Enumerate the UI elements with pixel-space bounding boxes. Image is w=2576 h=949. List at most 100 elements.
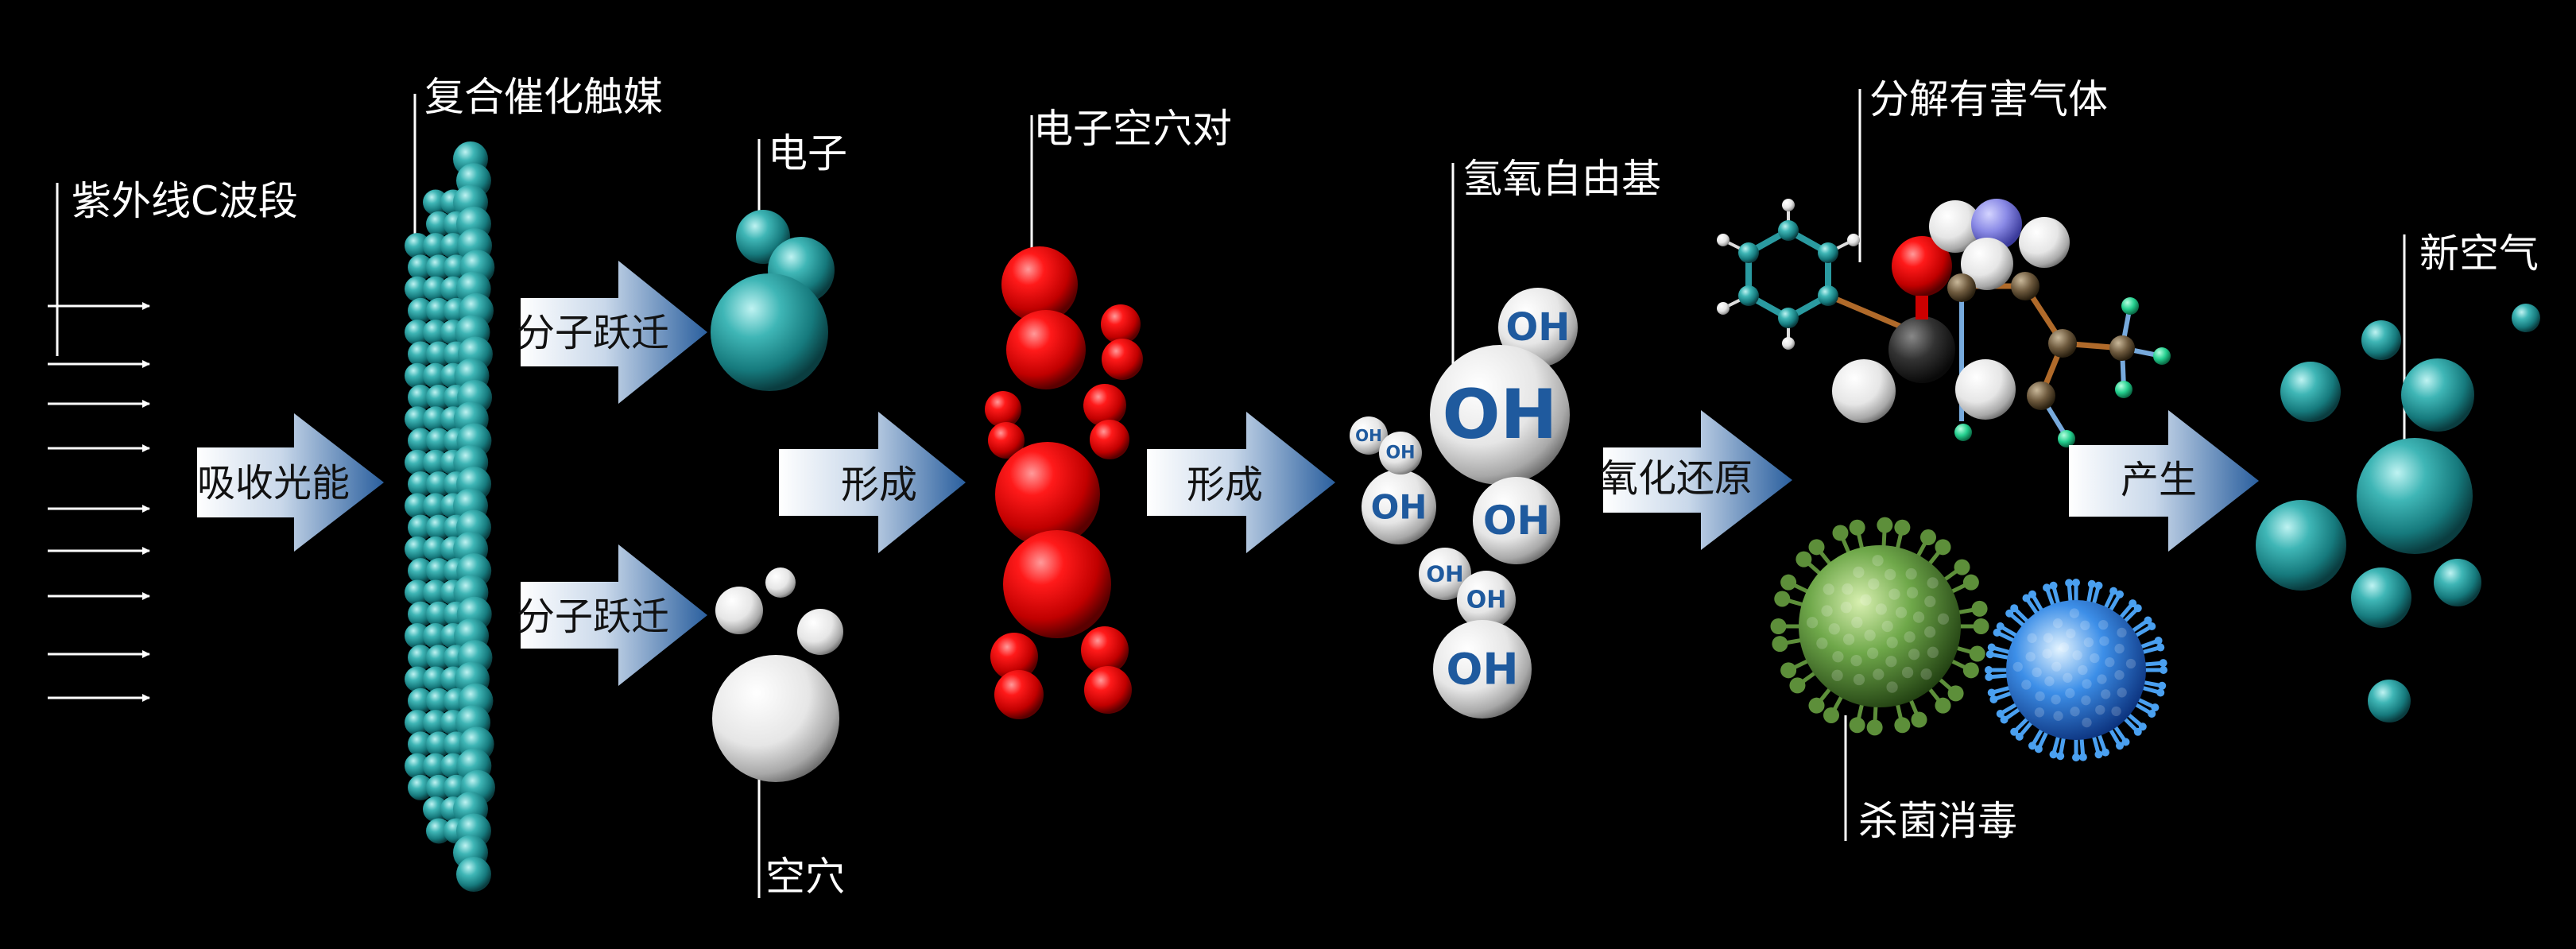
oh-text: OH: [1466, 587, 1507, 614]
catalyst-particle: [423, 579, 448, 606]
green-virus-icon: [1770, 517, 1989, 736]
catalyst-particle: [426, 297, 451, 323]
gas-molecule: [1717, 199, 2171, 447]
electron-hole-pair-spheres: [985, 246, 1143, 719]
catalyst-particle: [408, 688, 433, 714]
oh-sphere: [1362, 470, 1436, 544]
catalyst-particle: [405, 623, 430, 649]
blue-virus-icon: [1985, 579, 2167, 761]
form2-arrow: [1147, 412, 1335, 553]
catalyst-particle: [405, 406, 430, 432]
catalyst-particle: [426, 601, 451, 627]
catalyst-particle: [423, 493, 448, 519]
catalyst-particle: [405, 320, 430, 346]
catalyst-particle: [423, 536, 448, 562]
catalyst-particle: [408, 731, 433, 757]
catalyst-particle: [408, 558, 433, 584]
produce-arrow-label: 产生: [2121, 458, 2198, 502]
catalyst-particle: [405, 579, 430, 606]
catalyst-particle: [423, 320, 448, 346]
catalyst-particle: [426, 211, 451, 237]
process-arrows: [197, 261, 2259, 686]
absorb-arrow-label: 吸收光能: [197, 461, 351, 505]
transition-top-arrow-label: 分子跃迁: [517, 311, 670, 355]
oh-sphere: [1430, 345, 1570, 485]
catalyst-particle: [423, 406, 448, 432]
oh-text: OH: [1426, 561, 1463, 587]
radical-label: 氢氧自由基: [1462, 156, 1661, 202]
hole-spheres: [712, 567, 843, 782]
catalyst-particle: [456, 857, 491, 892]
catalyst-particle: [423, 666, 448, 692]
catalyst-particle: [423, 796, 448, 823]
catalyst-particle: [423, 449, 448, 475]
catalyst-particle: [405, 233, 430, 259]
oh-text: OH: [1371, 488, 1427, 527]
oh-text: OH: [1446, 645, 1518, 695]
pair-label: 电子空穴对: [1033, 106, 1232, 152]
oh-sphere: [1473, 477, 1560, 564]
catalyst-particle: [426, 645, 451, 671]
catalyst-particle: [426, 341, 451, 367]
oh-text: OH: [1385, 444, 1415, 463]
catalyst-particle: [426, 731, 451, 757]
catalyst-particle: [408, 254, 433, 281]
catalyst-particle: [426, 514, 451, 540]
catalyst-particle: [408, 471, 433, 498]
oh-sphere: [1350, 416, 1388, 455]
form2-arrow-label: 形成: [1187, 463, 1264, 507]
catalyst-particle: [408, 774, 433, 800]
form1-arrow: [779, 412, 966, 553]
catalyst-particle: [405, 536, 430, 562]
fresh-air-label: 新空气: [2419, 230, 2539, 277]
catalyst-particle: [408, 514, 433, 540]
catalyst-particle: [423, 276, 448, 302]
catalyst-particle: [408, 601, 433, 627]
leader-lines: [413, 89, 2406, 898]
sterilize-label: 杀菌消毒: [1858, 798, 2017, 844]
catalyst-particle: [426, 254, 451, 281]
oh-sphere: [1457, 571, 1516, 629]
uvc-label: 紫外线C波段: [72, 178, 298, 224]
oh-sphere: [1379, 432, 1422, 474]
electron-label: 电子: [768, 130, 847, 176]
oh-sphere: [1419, 548, 1471, 600]
catalyst-particle: [423, 623, 448, 649]
catalyst-particle: [426, 774, 451, 800]
catalyst-particle: [426, 688, 451, 714]
catalyst-particle: [423, 710, 448, 736]
catalyst-particle: [405, 493, 430, 519]
catalyst-particle: [408, 428, 433, 454]
catalyst-particle: [405, 276, 430, 302]
oh-text: OH: [1483, 498, 1550, 544]
catalyst-particle: [426, 385, 451, 410]
oh-sphere: [1433, 620, 1532, 719]
produce-arrow: [2069, 410, 2259, 552]
catalyst-particle-column: [405, 141, 496, 892]
catalyst-particle: [423, 233, 448, 259]
catalyst-particle: [423, 362, 448, 389]
catalyst-particle: [405, 362, 430, 389]
oh-sphere: [1498, 288, 1578, 367]
catalyst-particle: [405, 449, 430, 475]
catalyst-particle: [426, 471, 451, 498]
catalyst-label: 复合催化触媒: [424, 74, 663, 120]
transition-bottom-arrow-label: 分子跃迁: [517, 595, 670, 639]
absorb-arrow: [197, 413, 384, 552]
catalyst-particle: [408, 297, 433, 323]
catalyst-particle: [405, 710, 430, 736]
redox-arrow-label: 氧化还原: [1600, 456, 1753, 501]
fresh-air-spheres: [2256, 304, 2540, 722]
catalyst-particle: [426, 818, 451, 844]
form1-arrow-label: 形成: [841, 463, 918, 507]
oh-text: OH: [1506, 305, 1571, 350]
catalyst-particle: [405, 666, 430, 692]
catalyst-particle: [405, 753, 430, 779]
uv-rays: [48, 183, 150, 702]
catalyst-particle: [426, 428, 451, 454]
catalyst-particle: [423, 189, 448, 215]
uv-ray-arrows: [48, 302, 150, 702]
